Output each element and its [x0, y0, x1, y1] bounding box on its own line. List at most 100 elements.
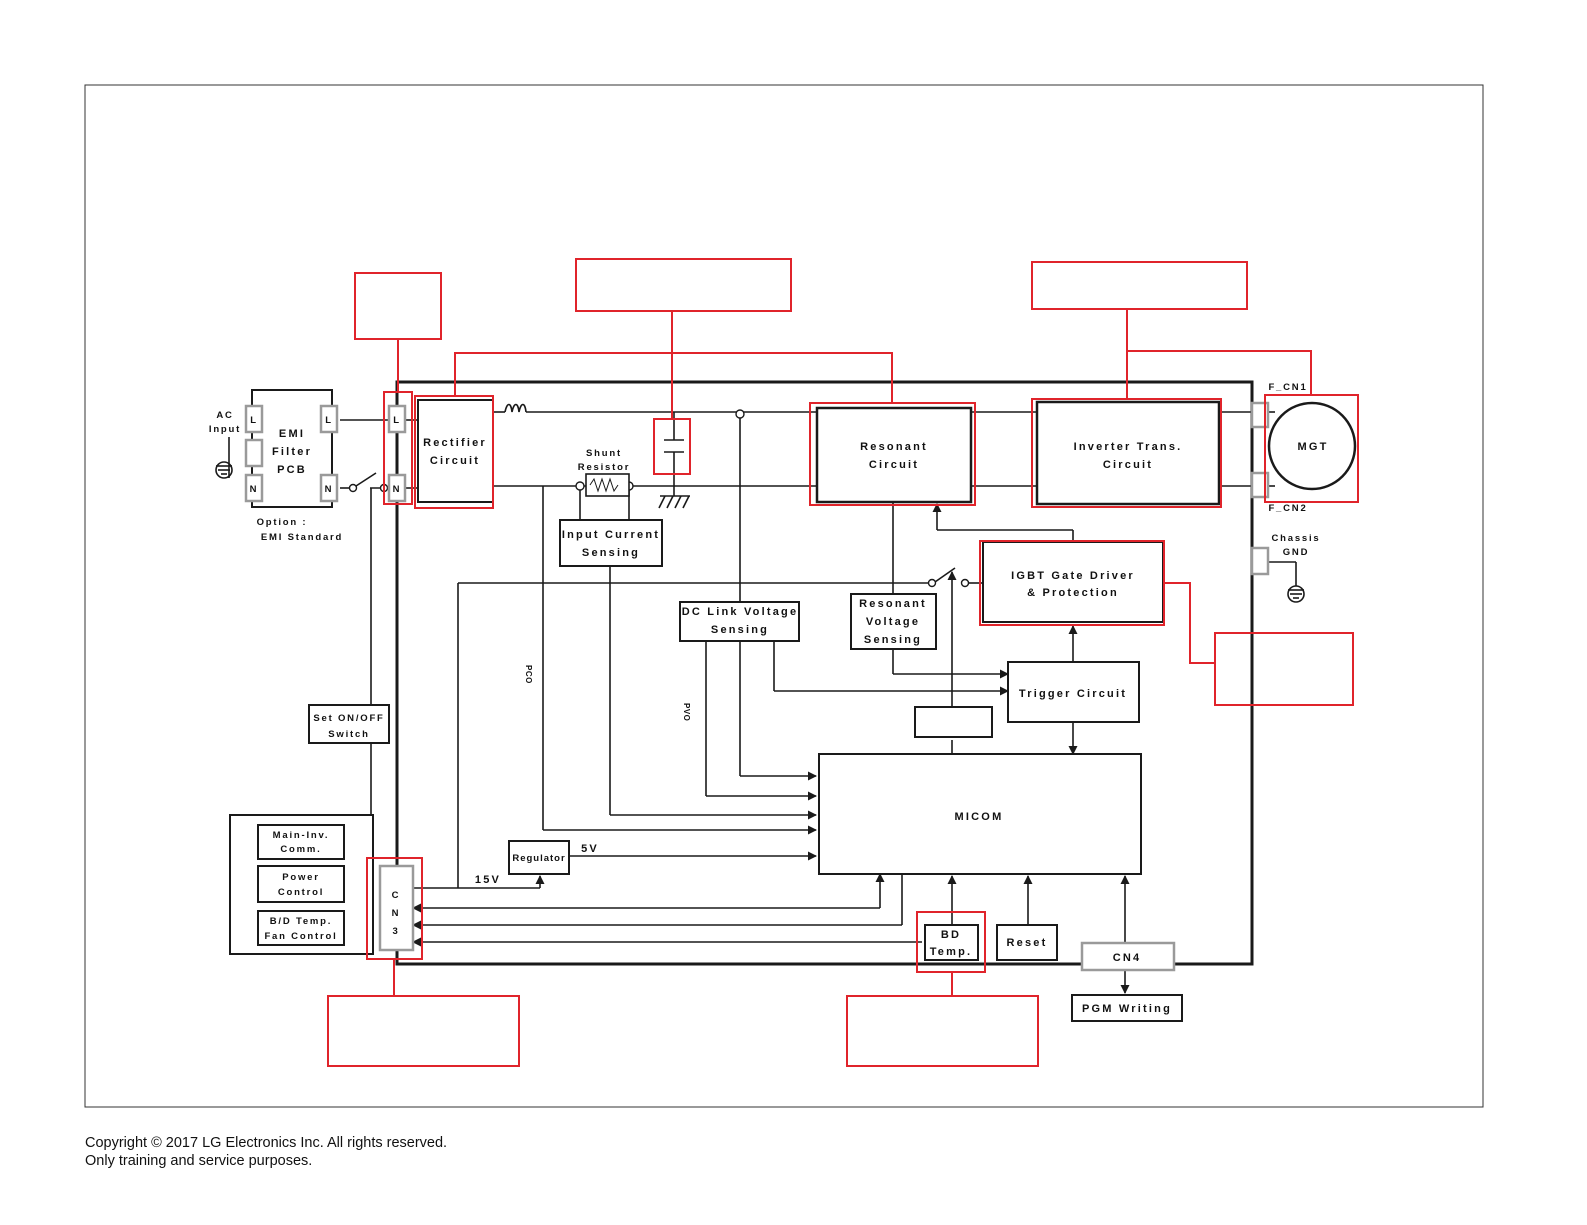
bd-temp-fan-label-2: Fan Control: [264, 931, 337, 942]
chassis-gnd-label-2: GND: [1283, 547, 1310, 558]
bd-temp-label-1: BD: [941, 929, 961, 941]
power-control-box: [257, 865, 345, 903]
mgt-label: MGT: [1297, 441, 1328, 453]
cn3-connector: [378, 864, 415, 952]
resonant-circuit-label-2: Circuit: [869, 459, 919, 471]
set-onoff-switch-box: [308, 704, 390, 744]
bd-temp-fan-control-box: [257, 910, 345, 946]
emi-filter-label-1: EMI: [279, 428, 305, 440]
junctions: [348, 409, 970, 588]
main-inv-comm-label-2: Comm.: [280, 844, 321, 855]
input-current-sensing-box: [559, 519, 663, 567]
cn3-label-2: N: [392, 908, 401, 919]
inverter-trans-box: [1035, 400, 1221, 506]
emi-fuse: [244, 438, 264, 468]
rectifier-box: [417, 399, 494, 503]
rectifier-label-2: Circuit: [430, 455, 480, 467]
red-callouts: [327, 258, 1359, 1067]
callout-box-5: [327, 995, 520, 1067]
pgm-writing-box: [1071, 994, 1183, 1022]
inverter-pcb-outline: [395, 380, 1254, 966]
micom-label: MICOM: [955, 811, 1004, 823]
resonant-voltage-label-2: Voltage: [866, 616, 920, 628]
callout-box-2: [575, 258, 792, 312]
resonant-voltage-label-1: Resonant: [859, 598, 927, 610]
pcb-l-pin: [387, 404, 407, 434]
ac-input-label-1: AC: [216, 410, 233, 421]
igbt-label-2: & Protection: [1027, 587, 1119, 599]
cn3-label-3: 3: [392, 926, 399, 937]
option-label-2: EMI Standard: [261, 532, 343, 543]
pcb-l-label: L: [393, 415, 401, 426]
bd-temp-fan-label-1: B/D Temp.: [270, 916, 332, 927]
bd-temp-box: [924, 924, 979, 961]
f-cn2-label: F_CN2: [1268, 503, 1307, 514]
regulator-label: Regulator: [512, 853, 565, 864]
inverter-trans-label-1: Inverter Trans.: [1074, 441, 1183, 453]
copyright-line: Copyright © 2017 LG Electronics Inc. All…: [85, 1135, 448, 1151]
callout-box-1: [354, 272, 442, 340]
resonant-voltage-label-3: Sensing: [864, 634, 922, 646]
main-inv-comm-box: [257, 824, 345, 860]
unnamed-small-box: [914, 706, 993, 738]
reset-label: Reset: [1007, 937, 1048, 949]
shunt-label-2: Resistor: [578, 462, 630, 473]
emi-l-pin: [244, 404, 264, 434]
pcb-n-pin: [387, 473, 407, 503]
emi-n-pin: [244, 473, 264, 503]
regulator-box: [508, 840, 570, 875]
bd-temp-label-2: Temp.: [930, 946, 973, 958]
cn3-label-1: C: [392, 890, 401, 901]
dc-link-label-1: DC Link Voltage: [682, 606, 799, 618]
resonant-voltage-sensing-box: [850, 593, 937, 650]
pvo-label: PVO: [682, 703, 691, 721]
emi-filter-label-2: Filter: [272, 446, 312, 458]
cn4-connector: [1080, 941, 1176, 972]
mgt-circle: [1267, 401, 1357, 491]
page-frame: [84, 84, 1484, 1108]
input-current-label-2: Sensing: [582, 547, 640, 559]
callout-box-4: [1214, 632, 1354, 706]
input-current-label-1: Input Current: [562, 529, 660, 541]
chassis-gnd-label-1: Chassis: [1271, 533, 1320, 544]
wiring: [228, 403, 1297, 994]
option-label-1: Option :: [257, 517, 308, 528]
v15-label: 15V: [475, 874, 501, 886]
inverter-trans-label-2: Circuit: [1103, 459, 1153, 471]
emi-filter-box: [251, 389, 333, 508]
ac-input-label-2: Input: [209, 424, 241, 435]
set-onoff-label-2: Switch: [328, 729, 369, 740]
chassis-gnd-connector: [1250, 546, 1270, 576]
pcb-n-label: N: [393, 484, 402, 495]
pgm-writing-label: PGM Writing: [1082, 1003, 1172, 1015]
pco-label: PCO: [524, 665, 533, 684]
emi-filter-label-3: PCB: [277, 464, 307, 476]
v5-label: 5V: [581, 843, 599, 855]
emi-l-label: L: [250, 415, 258, 426]
igbt-label-1: IGBT Gate Driver: [1011, 570, 1135, 582]
set-onoff-label-1: Set ON/OFF: [313, 713, 384, 724]
resonant-circuit-box: [815, 406, 973, 504]
power-control-label-2: Control: [278, 887, 324, 898]
callout-box-6: [846, 995, 1039, 1067]
trigger-circuit-box: [1007, 661, 1140, 723]
micom-box: [818, 753, 1142, 875]
copyright-notice: Copyright © 2017 LG Electronics Inc. All…: [85, 1134, 447, 1170]
shunt-label-1: Shunt: [586, 448, 622, 459]
emi-out-l-label: L: [325, 415, 333, 426]
rectifier-label-1: Rectifier: [423, 437, 487, 449]
emi-out-n-pin: [319, 473, 339, 503]
reset-box: [996, 924, 1058, 961]
dc-link-voltage-sensing-box: [679, 601, 800, 642]
trigger-circuit-label: Trigger Circuit: [1019, 688, 1127, 700]
emi-n-label: N: [250, 484, 259, 495]
usage-line: Only training and service purposes.: [85, 1153, 313, 1169]
power-control-label-1: Power: [282, 872, 320, 883]
shunt-zigzag: [589, 477, 619, 493]
dc-link-label-2: Sensing: [711, 624, 769, 636]
f-cn1-label: F_CN1: [1268, 382, 1307, 393]
chassis-ground-icon: [1287, 585, 1305, 603]
emi-out-n-label: N: [325, 484, 334, 495]
main-inv-comm-label-1: Main-Inv.: [273, 830, 330, 841]
